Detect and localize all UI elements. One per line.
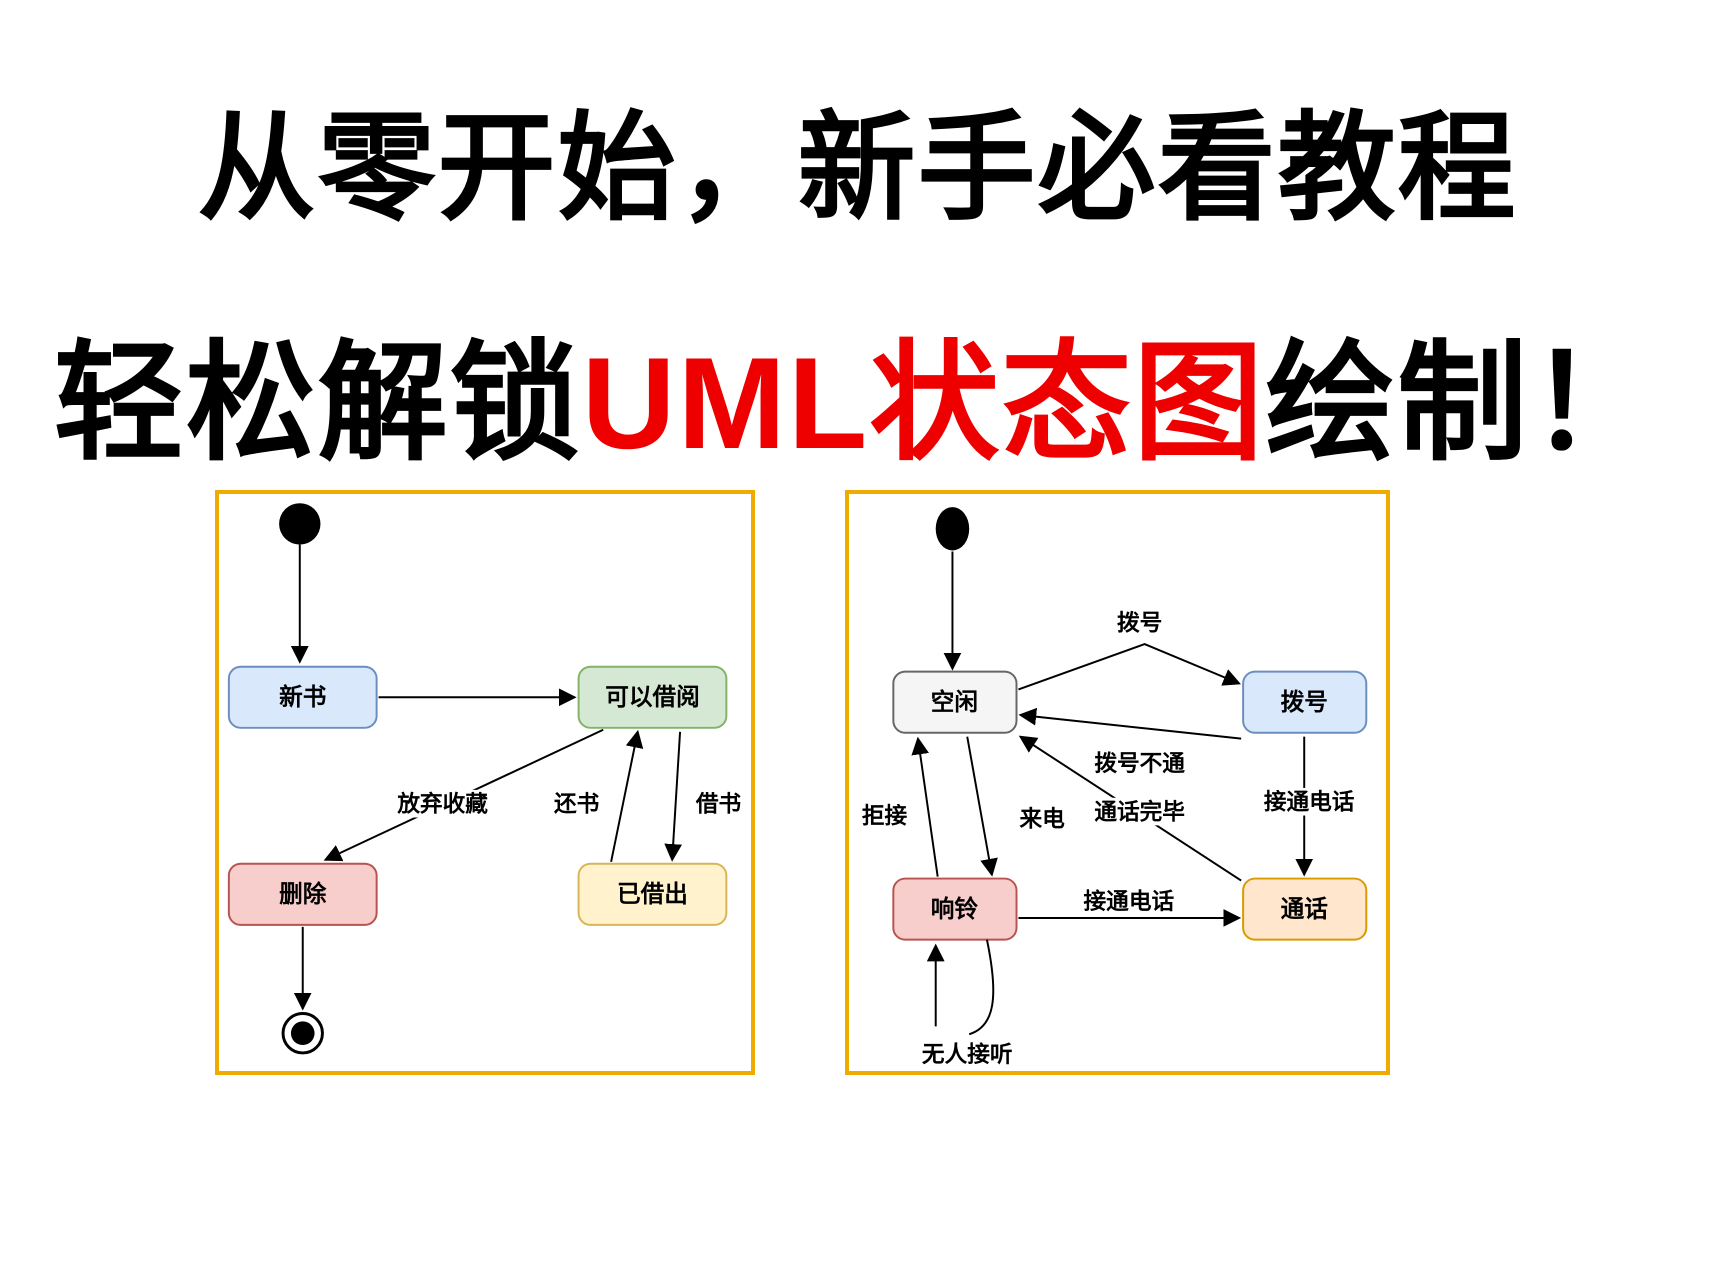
state-deleted-label: 删除 xyxy=(279,880,327,908)
state-available xyxy=(577,665,728,729)
state-borrowed-label: 已借出 xyxy=(617,881,688,908)
title-line2-highlight: UML状态图 xyxy=(581,330,1266,476)
edge-label-incoming: 来电 xyxy=(1019,805,1065,831)
state-dialing-label: 拨号 xyxy=(1281,689,1328,716)
edge-label-dial: 拨号 xyxy=(1117,609,1162,635)
edge-label-dial-fail: 拨号不通 xyxy=(1094,750,1185,776)
state-deleted xyxy=(227,862,378,926)
state-idle xyxy=(892,670,1018,734)
edge-available-to-borrowed xyxy=(664,731,683,862)
title-line2-prefix: 轻松解锁 xyxy=(53,330,582,476)
edge-label-connect-call: 接通电话 xyxy=(1264,789,1355,815)
state-talking-label: 通话 xyxy=(1281,896,1329,923)
edge-label-reject: 拒接 xyxy=(862,802,908,828)
title-line2-suffix: 绘制！ xyxy=(1265,330,1662,476)
edge-label-abandon: 放弃收藏 xyxy=(396,791,488,817)
edge-ringing-self-loop-curve xyxy=(968,939,995,1036)
edge-label-no-answer: 无人接听 xyxy=(922,1041,1013,1067)
state-dialing xyxy=(1242,670,1368,734)
state-ringing xyxy=(892,877,1018,941)
state-idle-label: 空闲 xyxy=(931,688,978,716)
edge-dialing-to-idle xyxy=(1018,707,1242,740)
state-available-label: 可以借阅 xyxy=(605,684,700,711)
edge-label-connect-call-bg xyxy=(1260,787,1360,816)
state-talking xyxy=(1242,877,1368,941)
final-state-dot xyxy=(290,1021,315,1046)
phone-state-diagram: 空闲 拨号 响铃 通话 拨号 拨号不通 通话完毕 接通电话 来电 拒接 接通电话 xyxy=(845,490,1390,1075)
state-ringing-label: 响铃 xyxy=(931,895,979,923)
library-state-diagram: 新书 可以借阅 删除 已借出 放弃收藏 还书 借书 xyxy=(215,490,755,1075)
page-title-line-2: 轻松解锁UML状态图绘制！ xyxy=(0,338,1715,468)
edge-label-answer-call: 接通电话 xyxy=(1084,888,1175,914)
edge-label-borrow-book: 借书 xyxy=(695,791,742,817)
state-borrowed xyxy=(577,862,728,926)
edge-label-call-end-bg xyxy=(1083,797,1196,826)
edge-ringing-to-idle xyxy=(911,736,939,877)
edge-label-return-book: 还书 xyxy=(554,791,600,817)
edge-idle-to-dialing xyxy=(1018,643,1242,691)
initial-state-dot xyxy=(935,507,970,551)
page-title-line-1: 从零开始，新手必看教程 xyxy=(197,103,1518,235)
edge-borrowed-to-available xyxy=(610,729,644,863)
state-new-book xyxy=(227,665,378,729)
edge-label-call-end: 通话完毕 xyxy=(1094,798,1185,824)
state-new-book-label: 新书 xyxy=(279,683,327,711)
edge-label-abandon-bg xyxy=(384,789,501,818)
edge-idle-to-ringing xyxy=(966,736,998,877)
initial-state-dot xyxy=(279,503,321,545)
edge-label-answer-call-bg xyxy=(1079,888,1179,915)
